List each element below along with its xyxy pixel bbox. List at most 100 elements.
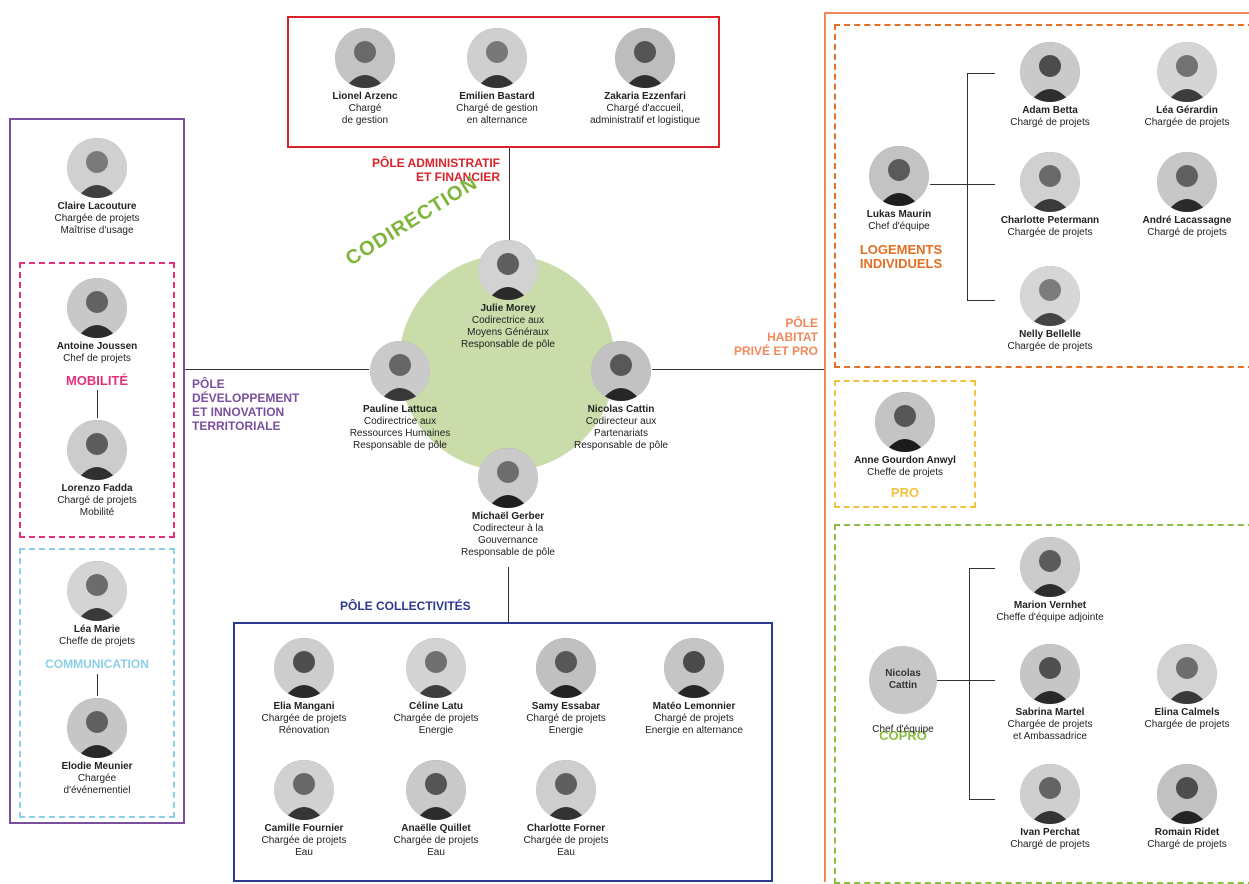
avatar — [1020, 764, 1080, 824]
person-role: Cheffe de projets — [867, 467, 943, 478]
person-name: Ivan Perchat — [1020, 827, 1080, 838]
person-role: Chargée de projets Eau — [523, 835, 609, 858]
avatar — [67, 138, 127, 198]
pro-box — [834, 380, 976, 508]
mobilite-box — [19, 262, 175, 538]
avatar — [67, 278, 127, 338]
person-name: Sabrina Martel — [1015, 707, 1085, 718]
person-role: Chargé de projets Mobilité — [57, 495, 137, 518]
person-card: Antoine Joussen Chef de projets — [22, 278, 172, 365]
label-habitat: PÔLE HABITAT PRIVÉ ET PRO — [733, 316, 818, 358]
person-role: Chargée de projets et Ambassadrice — [1007, 719, 1093, 742]
person-name: Nelly Bellelle — [1019, 329, 1081, 340]
person-name: Anne Gourdon Anwyl — [854, 455, 956, 466]
person-name: Adam Betta — [1022, 105, 1078, 116]
person-card: Ivan Perchat Chargé de projets — [975, 764, 1125, 851]
person-role: Cheffe d'équipe adjointe — [996, 612, 1104, 623]
label-logements: LOGEMENTS INDIVIDUELS — [859, 242, 943, 271]
developpement-box — [9, 118, 185, 824]
person-card: Matéo Lemonnier Chargé de projets Energi… — [619, 638, 769, 737]
avatar — [67, 561, 127, 621]
person-card: Adam Betta Chargé de projets — [975, 42, 1125, 129]
person-card: Elodie Meunier Chargée d'événementiel — [22, 698, 172, 797]
avatar — [467, 28, 527, 88]
person-role: Chef de projets — [63, 353, 131, 364]
person-name: Pauline Lattuca — [363, 404, 437, 415]
person-card: Sabrina Martel Chargée de projets et Amb… — [975, 644, 1125, 743]
logements-bracket-vertical — [967, 73, 968, 300]
person-role: Chef d'équipe — [868, 221, 930, 232]
avatar — [370, 341, 430, 401]
logements-bracket-bottom — [967, 300, 995, 301]
avatar — [615, 28, 675, 88]
avatar — [1020, 537, 1080, 597]
label-collectivites: PÔLE COLLECTIVITÉS — [340, 599, 471, 613]
person-card: Anne Gourdon Anwyl Cheffe de projets — [830, 392, 980, 479]
person-name: Romain Ridet — [1154, 827, 1220, 838]
admin-box — [287, 16, 720, 148]
person-card: Emilien Bastard Chargé de gestion en alt… — [422, 28, 572, 127]
label-developpement: PÔLE DÉVELOPPEMENT ET INNOVATION TERRITO… — [192, 377, 300, 433]
person-card: Nicolas Cattin Codirecteur aux Partenari… — [546, 341, 696, 452]
avatar — [1020, 644, 1080, 704]
person-card: Samy Essabar Chargé de projets Energie — [491, 638, 641, 737]
label-pro: PRO — [890, 485, 920, 500]
person-role: Chargé de projets — [1010, 839, 1090, 850]
person-card: Céline Latu Chargée de projets Energie — [361, 638, 511, 737]
logements-box — [834, 24, 1249, 368]
avatar — [335, 28, 395, 88]
person-name: Elodie Meunier — [61, 761, 133, 772]
person-card: Romain Ridet Chargé de projets — [1112, 764, 1249, 851]
person-name: Lionel Arzenc — [332, 91, 398, 102]
avatar — [664, 638, 724, 698]
person-card: Anaëlle Quillet Chargée de projets Eau — [361, 760, 511, 859]
person-name: Antoine Joussen — [56, 341, 138, 352]
avatar — [406, 760, 466, 820]
person-name: Emilien Bastard — [459, 91, 535, 102]
person-name: Samy Essabar — [531, 701, 601, 712]
communication-box — [19, 548, 175, 818]
person-role: Chargée de projets Energie — [393, 713, 479, 736]
person-name: Michaël Gerber — [471, 511, 545, 522]
person-card: Léa Gérardin Chargée de projets — [1112, 42, 1249, 129]
person-name: Marion Vernhet — [1013, 600, 1087, 611]
avatar — [1157, 764, 1217, 824]
person-name: André Lacassagne — [1142, 215, 1232, 226]
label-copro: COPRO — [879, 728, 927, 743]
person-name: Julie Morey — [480, 303, 536, 314]
person-role: Chargée de projets Eau — [393, 835, 479, 858]
person-card: Lionel Arzenc Chargé de gestion — [290, 28, 440, 127]
person-name: Lukas Maurin — [866, 209, 932, 220]
person-role: Chargée de projets — [1144, 117, 1230, 128]
label-communication: COMMUNICATION — [45, 657, 149, 671]
person-role: Chargé de projets Energie — [526, 713, 606, 736]
person-role: Chargé de gestion — [341, 103, 389, 126]
avatar — [274, 638, 334, 698]
person-role: Chargé de projets — [1147, 839, 1227, 850]
person-name: Léa Marie — [73, 624, 121, 635]
avatar — [1020, 152, 1080, 212]
avatar — [478, 448, 538, 508]
avatar — [875, 392, 935, 452]
connector-communication — [97, 674, 98, 696]
avatar — [591, 341, 651, 401]
person-role: Codirectrice aux Moyens Généraux Respons… — [461, 315, 555, 350]
avatar — [478, 240, 538, 300]
person-name: Léa Gérardin — [1156, 105, 1218, 116]
person-role: Codirecteur aux Partenariats Responsable… — [574, 416, 668, 451]
person-role: Chargée de projets Rénovation — [261, 713, 347, 736]
person-role: Codirecteur à la Gouvernance Responsable… — [461, 523, 555, 558]
person-card: Julie Morey Codirectrice aux Moyens Géné… — [433, 240, 583, 351]
avatar — [1157, 42, 1217, 102]
person-role: Chargée de projets Maîtrise d'usage — [54, 213, 140, 236]
connector-mobilite — [97, 390, 98, 418]
label-mobilite: MOBILITÉ — [65, 373, 129, 388]
person-role: Chargée de projets Eau — [261, 835, 347, 858]
avatar — [869, 146, 929, 206]
person-name: Charlotte Forner — [526, 823, 606, 834]
person-role: Chargé d'accueil, administratif et logis… — [589, 103, 701, 126]
person-name: Charlotte Petermann — [1000, 215, 1100, 226]
person-name: Camille Fournier — [264, 823, 344, 834]
person-name: Anaëlle Quillet — [401, 823, 471, 834]
avatar — [274, 760, 334, 820]
